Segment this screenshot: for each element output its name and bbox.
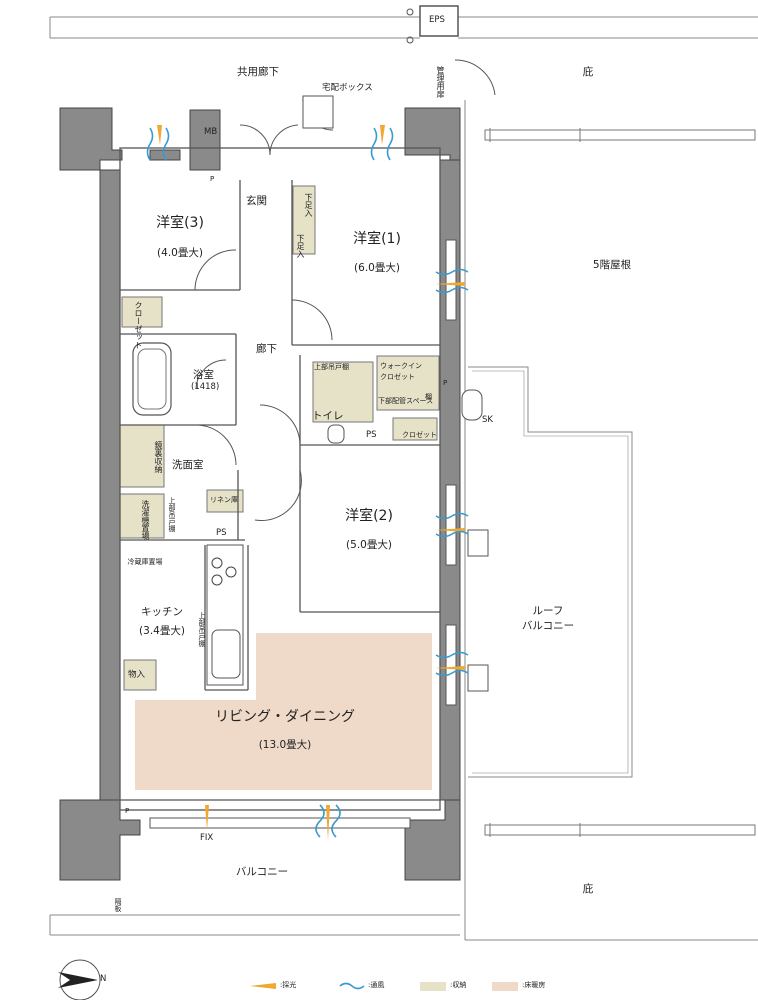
garden-top-label: 庇 (582, 66, 594, 78)
room1-size: (6.0畳大) (354, 262, 400, 274)
eps-label: EPS (429, 15, 445, 25)
eps-box (419, 5, 459, 37)
p-label-2: P (443, 379, 448, 387)
north-label: N (100, 974, 107, 984)
kitchen-label: キッチン (141, 606, 183, 618)
bathtub (132, 342, 172, 416)
bath-label: 浴室 (193, 369, 214, 381)
fix-label: FIX (200, 833, 214, 843)
kitchen-counter (206, 544, 244, 686)
shoe-storage-2-label: 下足入 (296, 234, 305, 258)
roof-edge (484, 128, 756, 837)
legend-storage-label: :収納 (450, 981, 467, 989)
kitchen-size: (3.4畳大) (139, 625, 185, 637)
balcony-label: バルコニー (235, 866, 289, 878)
light-arrows (157, 125, 465, 840)
ps2-label: PS (216, 528, 227, 538)
roof-balcony-outline (468, 366, 633, 778)
wind-marks (146, 127, 469, 838)
room2-label: 洋室(2) (345, 508, 393, 524)
roof-label: 5階屋根 (592, 259, 632, 271)
upper-cabinet2-label: 上部吊戸棚 (198, 612, 206, 647)
room1-label: 洋室(1) (353, 231, 401, 247)
genkan-label: 玄関 (246, 195, 267, 207)
toilet-bowl (327, 424, 345, 444)
closet-small-label: クローゼット (134, 301, 143, 349)
interior-walls (119, 147, 441, 811)
closet2-label: クロゼット (402, 431, 437, 439)
storage-label: 物入 (128, 670, 146, 680)
garden-bottom-label: 庇 (582, 883, 594, 895)
room3-label: 洋室(3) (156, 215, 204, 231)
delivery-box-label: 宅配ボックス (322, 83, 373, 93)
mb-label: MB (204, 127, 218, 137)
ps1-label: PS (366, 430, 377, 440)
upper-shelf-label: 上部吊戸棚 (314, 363, 349, 371)
corridor-label: 廊下 (256, 343, 277, 355)
living-size: (13.0畳大) (258, 739, 312, 751)
washer-label: 洗濯機置場 (141, 500, 150, 540)
windows (149, 239, 489, 829)
shelf-label: 棚 (425, 393, 432, 401)
outer-lines (49, 16, 758, 941)
bath-size: (1418) (191, 382, 220, 392)
north-compass-icon (58, 959, 101, 1000)
room2-size: (5.0畳大) (346, 539, 392, 551)
floor-heating-area (135, 633, 432, 790)
common-corridor-label: 共用廊下 (237, 66, 279, 78)
legend-light-label: :採光 (280, 981, 297, 989)
mirror-storage-label: 鏡裏収納 (154, 441, 163, 473)
fridge-label: 冷蔵庫置場 (127, 558, 163, 566)
walkin-closet-label: ウォークイン クロゼット (380, 362, 422, 381)
room3-size: (4.0畳大) (157, 247, 203, 259)
sk-label: SK (482, 415, 493, 425)
washroom-label: 洗面室 (172, 459, 204, 471)
legend-floorheat-label: :床暖房 (522, 981, 546, 989)
p-label-1: P (210, 175, 215, 183)
linen-label: リネン庫 (210, 496, 238, 504)
living-label: リビング・ダイニング (215, 709, 355, 725)
toilet-label: トイレ (312, 410, 344, 422)
under-space-label: 下部配管スペース (378, 397, 434, 405)
upper-cabinet1-label: 上部吊戸棚 (168, 497, 176, 532)
roof-balcony-label: ルーフ バルコニー (521, 605, 575, 632)
p-label-3: P (125, 807, 130, 815)
storage-fills (119, 185, 440, 691)
legend-wind-label: :通風 (368, 981, 385, 989)
partition-label: 隔板 (114, 898, 122, 912)
legend-swatches (250, 982, 518, 991)
shoe-storage-1-label: 下足入 (304, 193, 313, 217)
door-arcs (194, 59, 496, 521)
kanri-door-label: 管理用扉 (436, 66, 445, 98)
delivery-box-shape (302, 95, 334, 129)
